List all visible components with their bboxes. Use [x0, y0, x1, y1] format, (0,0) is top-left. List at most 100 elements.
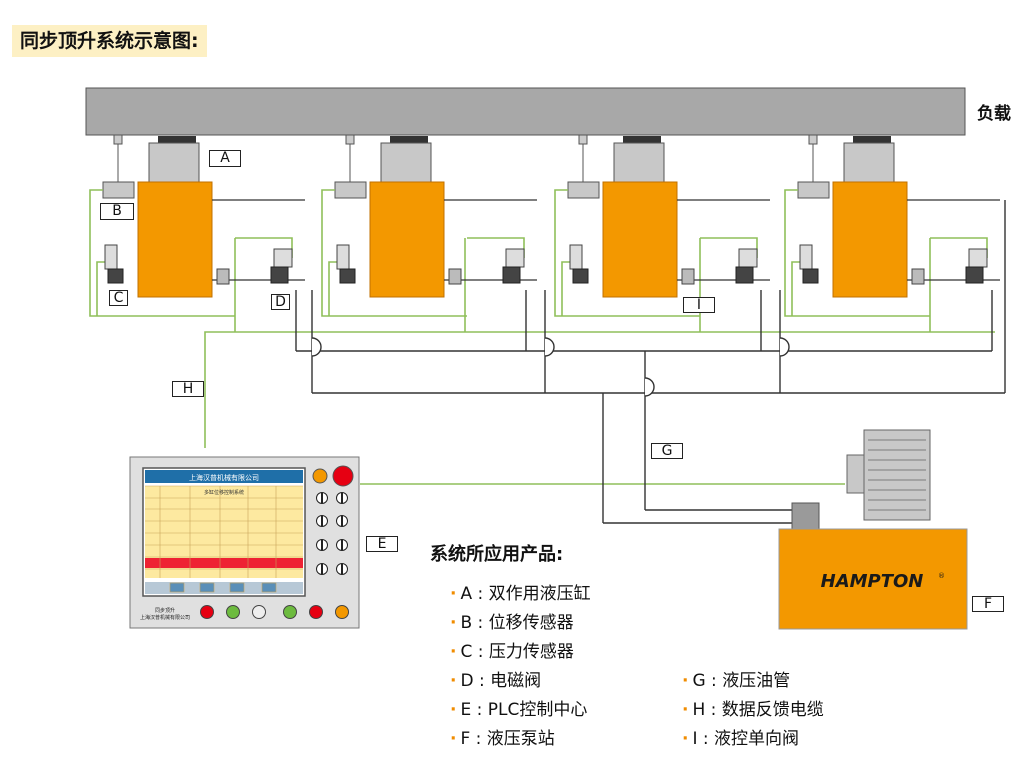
pressure-cable [96, 261, 107, 316]
cylinder-cap [158, 136, 196, 144]
legend-key: C : [460, 642, 489, 662]
jack-groups [89, 134, 1000, 317]
legend-bullet: · [450, 584, 457, 604]
screen-thumbnail [169, 582, 185, 593]
pressure-cable [328, 261, 339, 316]
pressure-sensor [107, 268, 124, 284]
jack-group-1 [89, 134, 305, 317]
cylinder-cap [853, 136, 891, 144]
legend-item-e: ·E : PLC控制中心 [450, 695, 587, 720]
cylinder-rod [380, 142, 432, 184]
legend-label: 数据反馈电缆 [721, 700, 824, 720]
legend-key: G : [692, 671, 723, 691]
pump-block [791, 502, 820, 532]
pressure-sensor-head [799, 244, 813, 270]
tag-c: C [109, 290, 128, 306]
sensor-cable [89, 189, 235, 317]
panel-button [309, 605, 323, 619]
indicator-lamp-orange [312, 468, 328, 484]
tag-f: F [972, 596, 1004, 612]
panel-button [283, 605, 297, 619]
legend-label: 压力传感器 [488, 642, 574, 662]
solenoid-coil [738, 248, 758, 268]
legend-key: I : [692, 729, 715, 749]
cylinder-cap [390, 136, 428, 144]
legend-item-b: ·B : 位移传感器 [450, 608, 574, 633]
cylinder-rod [613, 142, 665, 184]
tag-e: E [366, 536, 398, 552]
legend-bullet: · [450, 613, 457, 633]
legend-bullet: · [450, 671, 457, 691]
solenoid-coil [273, 248, 293, 268]
panel-button [252, 605, 266, 619]
panel-company-name: 上海汉普机械有限公司 [189, 473, 259, 482]
pump-brand-mark: ® [938, 572, 945, 580]
sensor-mount [113, 134, 123, 145]
cylinder-rod [148, 142, 200, 184]
diagram-title: 同步顶升系统示意图: [12, 25, 207, 57]
legend-bullet: · [450, 729, 457, 749]
cylinder-body [602, 181, 678, 298]
tag-h: H [172, 381, 204, 397]
legend-label: PLC控制中心 [487, 700, 588, 720]
solenoid-valve [502, 266, 521, 284]
legend-key: A : [460, 584, 489, 604]
tag-i: I [683, 297, 715, 313]
plc-cabinet: 上海汉普机械有限公司 多缸位移控制系统 同步顶升 上海汉普机械有限公司 [129, 456, 360, 629]
legend-item-c: ·C : 压力传感器 [450, 637, 574, 662]
legend-item-h: ·H : 数据反馈电缆 [682, 695, 824, 720]
legend-label: 液压泵站 [486, 729, 555, 749]
panel-footer-line1: 同步顶升 [155, 607, 175, 614]
solenoid-coil [505, 248, 525, 268]
load-label: 负载 [977, 104, 1011, 124]
legend-bullet: · [682, 671, 689, 691]
legend-label: 液压油管 [722, 671, 791, 691]
pressure-sensor-head [336, 244, 350, 270]
pump-tank [778, 528, 968, 630]
pressure-sensor [339, 268, 356, 284]
tag-g: G [651, 443, 683, 459]
cylinder-cap [623, 136, 661, 144]
solenoid-valve [735, 266, 754, 284]
emergency-stop-button[interactable] [332, 465, 354, 487]
legend-key: E : [460, 700, 488, 720]
screen-thumbnail [199, 582, 215, 593]
panel-button [335, 605, 349, 619]
legend-key: D : [460, 671, 491, 691]
legend-item-d: ·D : 电磁阀 [450, 666, 541, 691]
selector-switches [316, 492, 348, 575]
solenoid-valve [270, 266, 289, 284]
legend-item-g: ·G : 液压油管 [682, 666, 790, 691]
pressure-sensor-head [569, 244, 583, 270]
jack-group-3 [554, 134, 770, 317]
panel-button [200, 605, 214, 619]
hose-crossover [311, 337, 790, 397]
jack-group-2 [321, 134, 537, 317]
sensor-cable [784, 189, 930, 317]
legend-bullet: · [450, 700, 457, 720]
cylinder-body [832, 181, 908, 298]
tag-a: A [209, 150, 241, 167]
check-valve [448, 268, 462, 285]
panel-footer-line2: 上海汉普机械有限公司 [140, 614, 190, 621]
legend-item-a: ·A : 双作用液压缸 [450, 579, 591, 604]
screen-thumbnail [229, 582, 245, 593]
jack-group-4 [784, 134, 1000, 317]
legend-item-f: ·F : 液压泵站 [450, 724, 555, 749]
legend-item-i: ·I : 液控单向阀 [682, 724, 799, 749]
tag-d: D [271, 294, 290, 310]
screen-thumbnail [261, 582, 277, 593]
legend-label: 位移传感器 [488, 613, 574, 633]
legend-bullet: · [682, 729, 689, 749]
cylinder-body [369, 181, 445, 298]
displacement-sensor [797, 181, 830, 199]
check-valve [911, 268, 925, 285]
displacement-sensor [567, 181, 600, 199]
pressure-sensor-head [104, 244, 118, 270]
solenoid-valve [965, 266, 984, 284]
pressure-cable [561, 261, 572, 316]
legend-label: 电磁阀 [490, 671, 542, 691]
check-valve [681, 268, 695, 285]
legend-key: B : [460, 613, 489, 633]
